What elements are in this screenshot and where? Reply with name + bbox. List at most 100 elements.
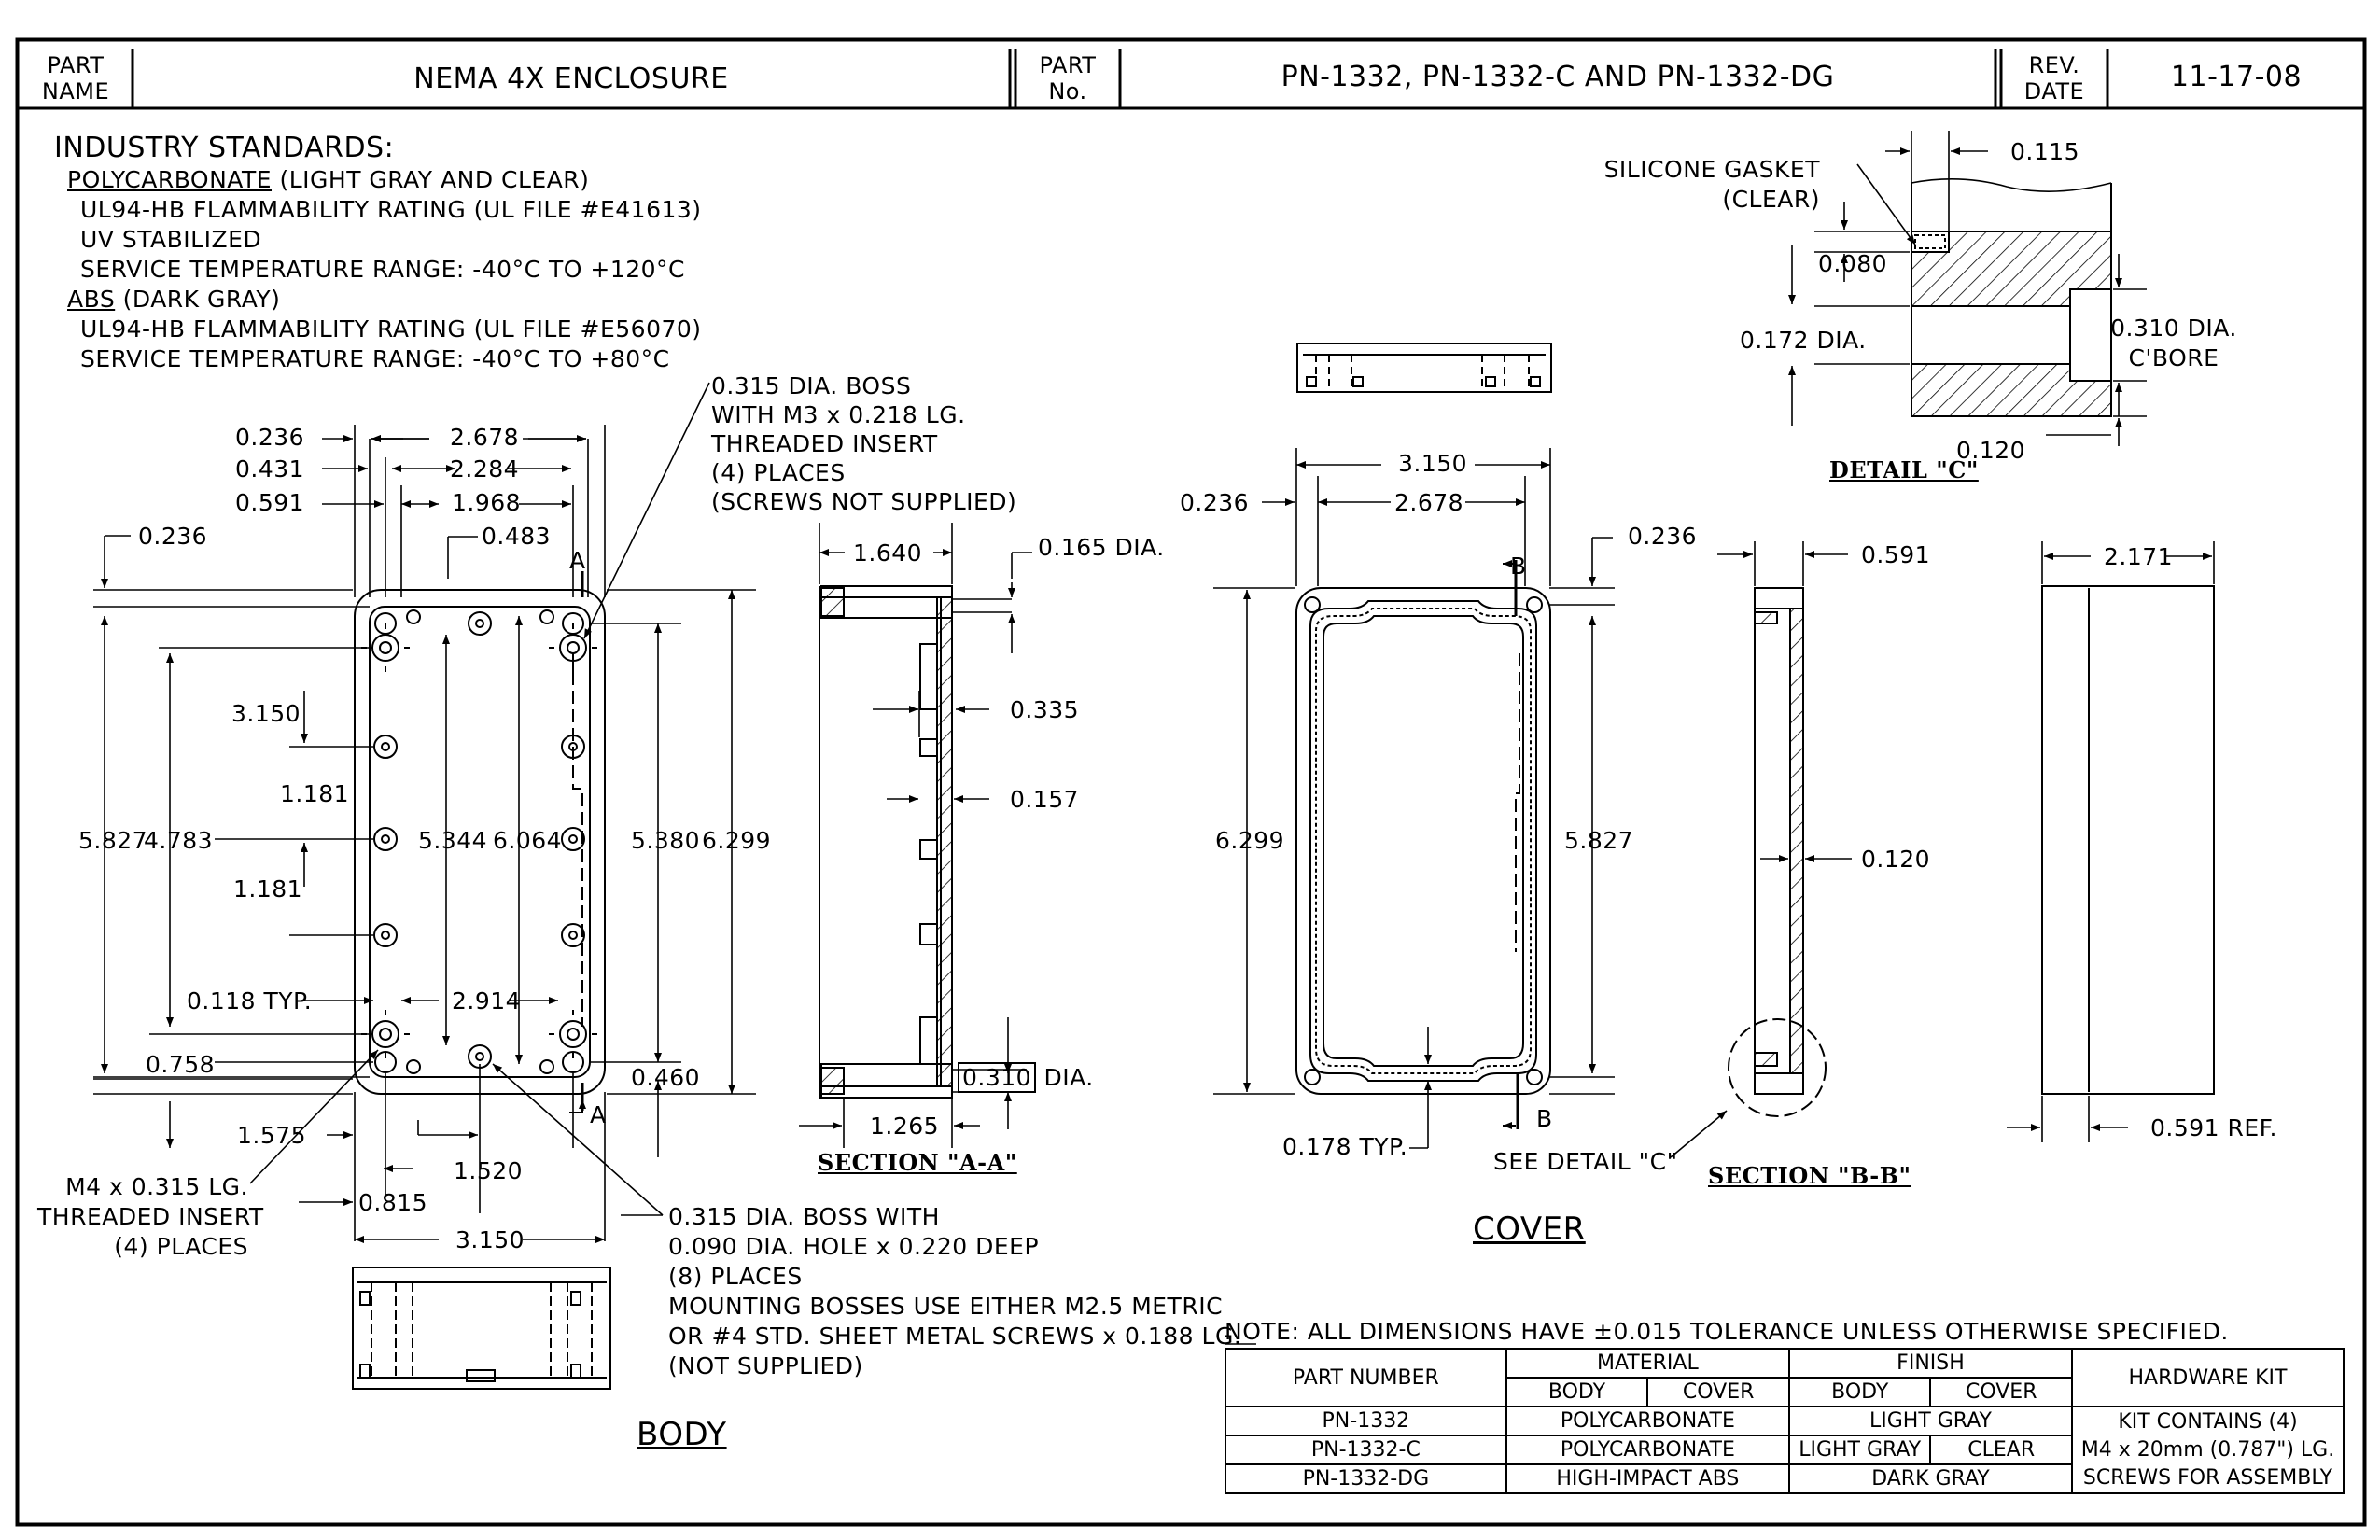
m3-boss-note-line: (4) PLACES [711,459,846,486]
parts-table: PART NUMBER MATERIAL FINISH HARDWARE KIT… [1225,1348,2345,1494]
polycarbonate-label: POLYCARBONATE [67,166,273,193]
dim-6299: 6.299 [702,827,772,854]
m3-boss-bottom-right [549,1010,597,1058]
table-subheader-row: BODY COVER BODY COVER [1225,1377,2344,1407]
m3-boss-note-line: 0.315 DIA. BOSS [711,372,912,399]
part-no-value: PN-1332, PN-1332-C AND PN-1332-DG [1281,61,1835,93]
side-view-dims [2007,541,2215,1142]
row-part: PN-1332-DG [1225,1463,1507,1494]
cover-dim-0236-left: 0.236 [1180,489,1250,516]
dim-0157: 0.157 [1010,786,1080,813]
dim-0815: 0.815 [358,1189,428,1216]
see-detail-c: SEE DETAIL "C" [1493,1148,1678,1175]
row-material: HIGH-IMPACT ABS [1505,1463,1790,1494]
dim-0431: 0.431 [235,455,305,483]
bb-dim-0591: 0.591 [1861,541,1931,568]
detail-c-dims [1788,131,2147,446]
dim-1640: 1.640 [853,539,923,567]
detail-dim-0310-cbore: 0.310 DIA. C'BORE [2104,314,2244,373]
section-bb-dims [1717,541,1852,862]
header-finish-cover: COVER [1929,1377,2073,1407]
polycarbonate-line: POLYCARBONATE (LIGHT GRAY AND CLEAR) [67,168,589,191]
note-text: ALL DIMENSIONS HAVE ±0.015 TOLERANCE UNL… [1299,1318,2229,1345]
cover-dim-0178-typ: 0.178 TYP. [1282,1133,1408,1160]
body-dimension-lines [93,382,756,1243]
mounting-note-line: 0.090 DIA. HOLE x 0.220 DEEP [668,1233,1040,1260]
cover-dim-2678: 2.678 [1394,489,1464,516]
detail-c-view [1911,178,2112,417]
dim-0165-dia: 0.165 DIA. [1038,534,1165,561]
cover-top-view [1295,560,1551,1129]
dim-0758: 0.758 [146,1051,216,1078]
row-material: POLYCARBONATE [1505,1435,1790,1465]
table-row: PN-1332-DG HIGH-IMPACT ABS DARK GRAY [1225,1463,2344,1494]
row-part: PN-1332 [1225,1406,1507,1436]
cover-dims [1213,448,1728,1158]
table-row: PN-1332-C POLYCARBONATE LIGHT GRAY CLEAR [1225,1435,2344,1465]
dim-0118-typ: 0.118 TYP. [187,987,313,1015]
part-no-label-line2: No. [1048,78,1087,105]
header-finish: FINISH [1787,1348,2073,1379]
m3-boss-note-line: THREADED INSERT [711,430,938,457]
section-bb-view [1728,587,1827,1117]
detail-c-label: DETAIL "C" [1829,456,1979,483]
poly-line-1: UL94-HB FLAMMABILITY RATING (UL FILE #E4… [80,196,702,223]
rev-date-label-line2: DATE [2023,78,2085,105]
abs-line-2: SERVICE TEMPERATURE RANGE: -40°C TO +80°… [80,345,670,372]
dim-1265: 1.265 [870,1113,940,1140]
polycarbonate-note: (LIGHT GRAY AND CLEAR) [272,166,590,193]
mounting-boss-note: 0.315 DIA. BOSS WITH 0.090 DIA. HOLE x 0… [668,1202,1241,1381]
dim-2914: 2.914 [452,987,522,1015]
abs-line: ABS (DARK GRAY) [67,287,280,311]
header-material: MATERIAL [1505,1348,1790,1379]
table-row: PN-1332 POLYCARBONATE LIGHT GRAY KIT CON… [1225,1406,2345,1494]
part-name-label: PART NAME [22,54,129,103]
side-dim-2171: 2.171 [2104,543,2174,570]
standards-heading: INDUSTRY STANDARDS: [54,132,395,164]
cover-dim-5827: 5.827 [1564,827,1634,854]
cover-view-label: COVER [1473,1211,1586,1248]
detail-dim-0080: 0.080 [1818,250,1888,277]
cbore-line2: C'BORE [2128,344,2219,371]
dim-1520: 1.520 [454,1157,524,1184]
m4-insert-note-line: M4 x 0.315 LG. [65,1173,248,1200]
hardware-kit-cell: KIT CONTAINS (4) M4 x 20mm (0.787") LG. … [2070,1406,2345,1494]
body-view-label: BODY [637,1416,727,1453]
outer-border [15,37,2367,1527]
gasket-label-line2: (CLEAR) [1722,186,1820,213]
dim-1181-b: 1.181 [233,875,303,903]
dim-0591: 0.591 [235,489,305,516]
section-aa-dims [799,523,1032,1148]
abs-note: (DARK GRAY) [115,286,281,313]
section-aa-view [819,585,953,1099]
dim-5827: 5.827 [78,827,148,854]
mounting-note-line: OR #4 STD. SHEET METAL SCREWS x 0.188 LG… [668,1323,1242,1350]
cbore-line1: 0.310 DIA. [2110,315,2237,342]
rev-date-label-line1: REV. [2028,52,2080,78]
row-part: PN-1332-C [1225,1435,1507,1465]
dim-3150-vertical: 3.150 [231,700,301,727]
mounting-note-line: (8) PLACES [668,1263,803,1290]
bb-dim-0120: 0.120 [1861,846,1931,873]
poly-line-2: UV STABILIZED [80,226,262,253]
note-label: NOTE: [1225,1318,1300,1345]
cover-dim-6299: 6.299 [1215,827,1285,854]
part-no-label: PART No. [1015,54,1120,103]
part-name-value: NEMA 4X ENCLOSURE [413,63,729,95]
dim-1968: 1.968 [452,489,522,516]
detail-dim-0120: 0.120 [1956,437,2026,464]
abs-line-1: UL94-HB FLAMMABILITY RATING (UL FILE #E5… [80,315,702,343]
poly-line-3: SERVICE TEMPERATURE RANGE: -40°C TO +120… [80,256,686,283]
dim-0236-top: 0.236 [235,424,305,451]
section-aa-label: SECTION "A-A" [818,1149,1017,1176]
header-material-cover: COVER [1646,1377,1790,1407]
dim-1181-a: 1.181 [280,780,350,807]
m3-boss-note: 0.315 DIA. BOSS WITH M3 x 0.218 LG. THRE… [711,371,1016,516]
row-finish: DARK GRAY [1787,1463,2073,1494]
table-header-row: PART NUMBER MATERIAL FINISH HARDWARE KIT [1225,1348,2345,1407]
m3-boss-note-line: (SCREWS NOT SUPPLIED) [711,488,1017,515]
dim-0483: 0.483 [482,523,552,550]
section-a-marker-bottom: A [590,1101,607,1128]
side-view [2041,585,2215,1095]
